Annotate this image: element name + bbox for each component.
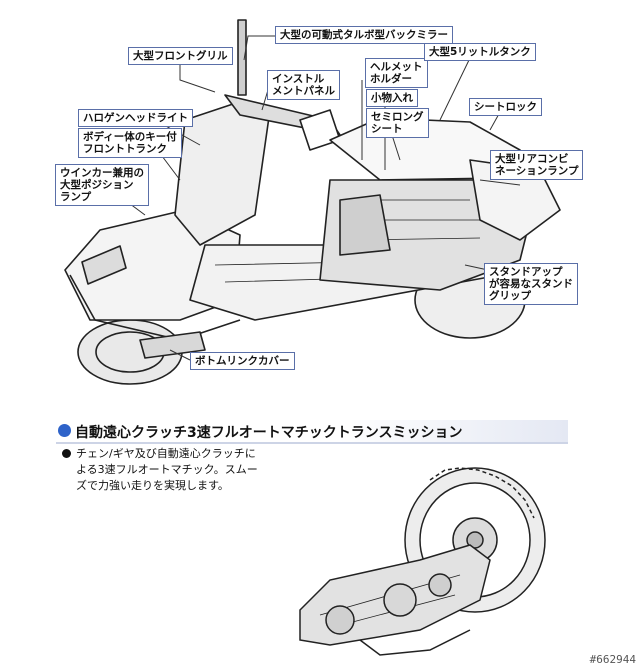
- description-line: チェン/ギヤ及び自動遠心クラッチに: [76, 447, 256, 460]
- section-header: 自動遠心クラッチ3速フルオートマチックトランスミッション: [56, 420, 568, 444]
- section-description: チェン/ギヤ及び自動遠心クラッチに よる3速フルオートマチック。スムー ズで力強…: [62, 446, 258, 494]
- callout-headlight: ハロゲンヘッドライト: [78, 109, 193, 127]
- callout-front-grill: 大型フロントグリル: [128, 47, 233, 65]
- transmission-illustration: [299, 467, 546, 656]
- callout-rear-combination-lamp: 大型リアコンビ ネーションランプ: [490, 150, 584, 180]
- description-line: ズで力強い走りを実現します。: [76, 479, 229, 492]
- callout-mirror: 大型の可動式タルボ型バックミラー: [275, 26, 453, 44]
- callout-semi-long-seat: セミロング シート: [366, 108, 429, 138]
- callout-helmet-holder: ヘルメット ホルダー: [365, 58, 428, 88]
- description-line: よる3速フルオートマチック。スムー: [76, 463, 258, 476]
- callout-instrument-panel: インストル メントパネル: [267, 70, 340, 100]
- section-title: 自動遠心クラッチ3速フルオートマチックトランスミッション: [75, 425, 463, 441]
- callout-small-storage: 小物入れ: [366, 89, 418, 107]
- callout-bottom-link-cover: ボトムリンクカバー: [190, 352, 295, 370]
- callout-fuel-tank: 大型5リットルタンク: [424, 43, 536, 61]
- callout-front-trunk: ボディー体のキー付 フロントトランク: [78, 128, 182, 158]
- callout-position-lamp: ウインカー兼用の 大型ポジション ランプ: [55, 164, 149, 206]
- callout-stand-grip: スタンドアップ が容易なスタンド グリップ: [484, 263, 578, 305]
- blue-bullet-icon: [58, 424, 71, 437]
- image-watermark: #662944: [589, 653, 636, 666]
- black-bullet-icon: [62, 449, 71, 458]
- callout-seat-lock: シートロック: [469, 98, 542, 116]
